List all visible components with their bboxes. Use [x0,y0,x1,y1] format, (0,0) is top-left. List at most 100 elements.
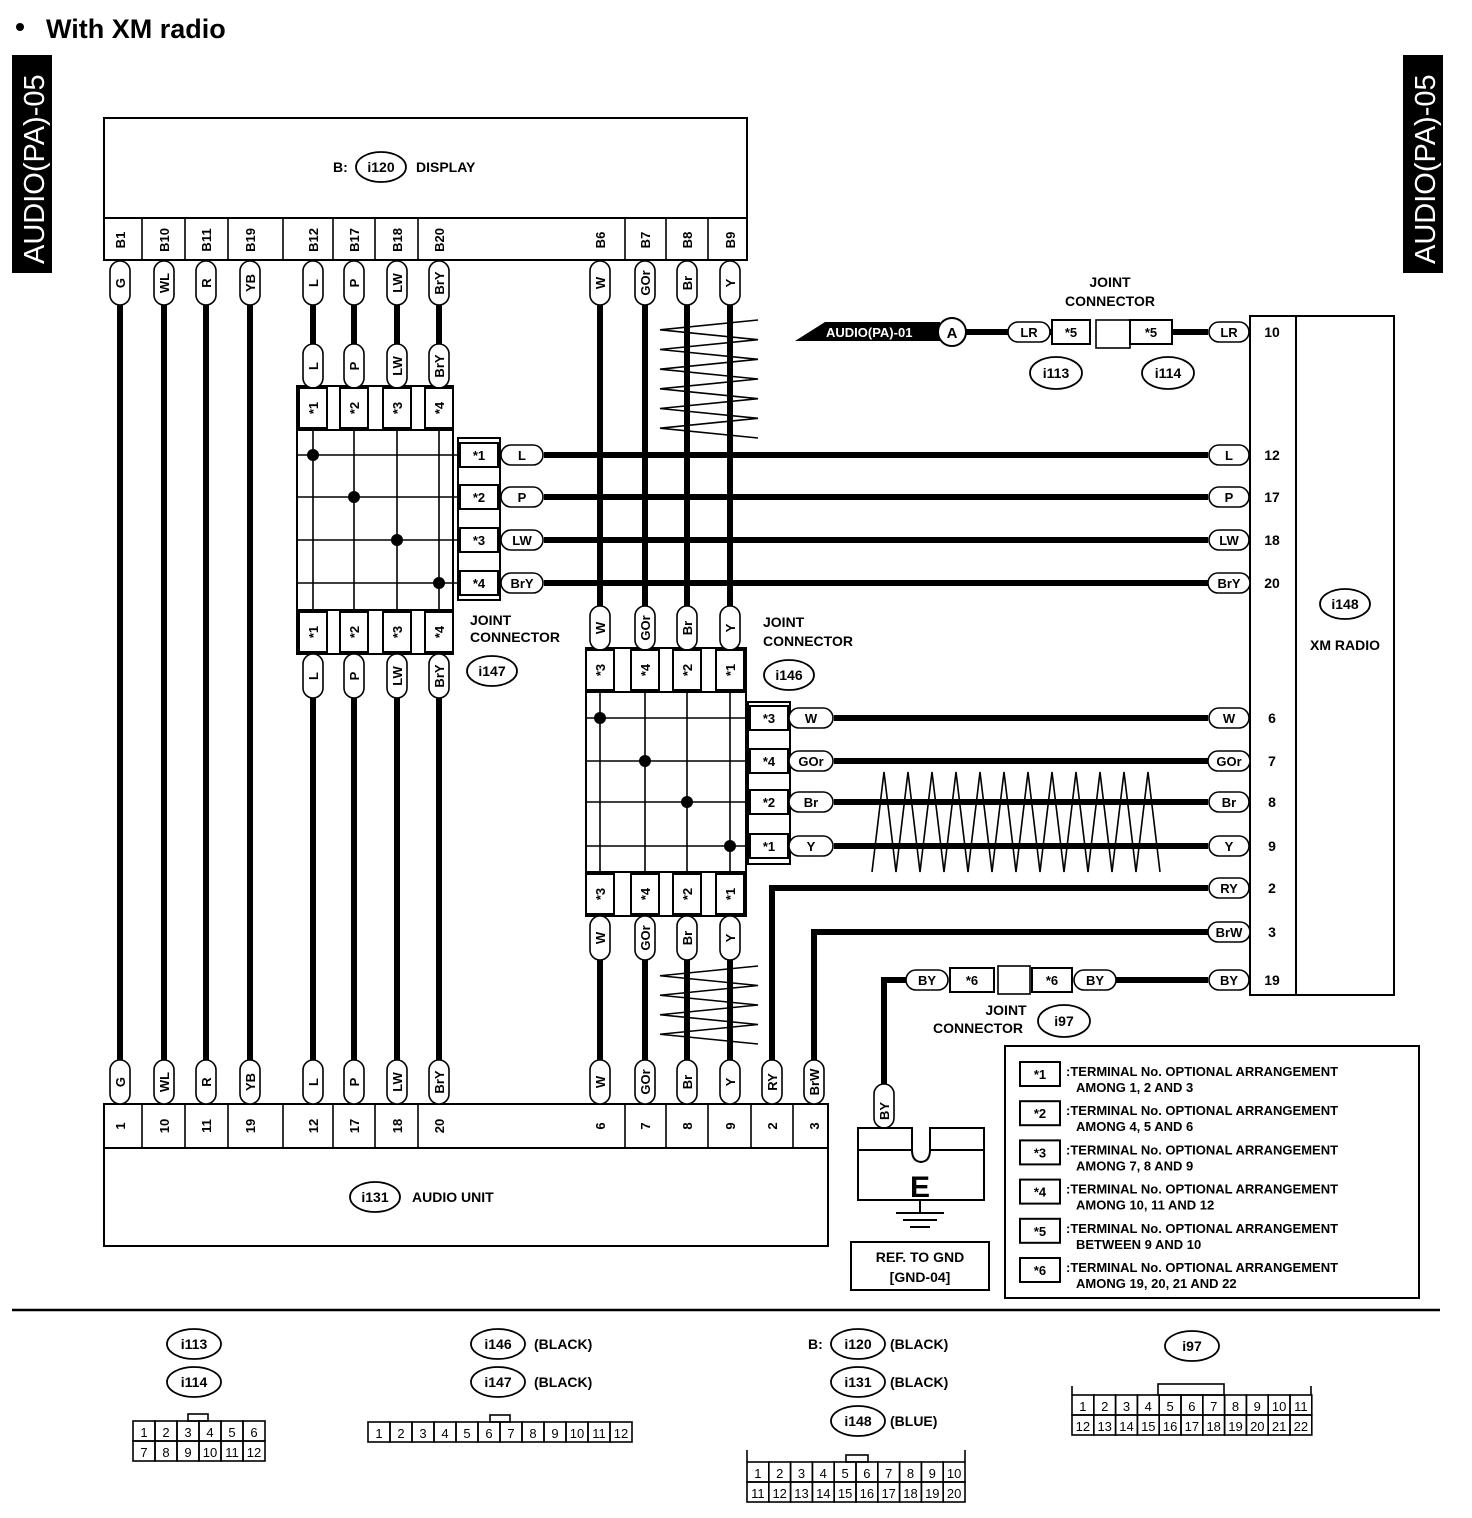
audio-wire-R-2: R [199,1077,214,1087]
view-g2-pin-12: 12 [614,1426,628,1441]
by-joint-label-1: JOINT [985,1002,1027,1018]
view-g3-color-0: (BLACK) [890,1336,948,1352]
lr-joint-label-1: JOINT [1089,274,1131,290]
view-g3-pin-17: 17 [881,1486,895,1501]
view-g2-conn-0: i146 [484,1336,511,1352]
view-g2-color-0: (BLACK) [534,1336,592,1352]
legend-line2-2: AMONG 7, 8 AND 9 [1076,1158,1193,1173]
view-g2-pin-4: 4 [441,1426,448,1441]
view-g2-pin-11: 11 [592,1426,606,1441]
joint-i146-id: i146 [775,667,802,683]
audio-pin-1: 1 [113,1122,128,1129]
view-g4-pin-7: 7 [1210,1399,1217,1414]
view-g4-pin-3: 3 [1123,1399,1130,1414]
j147-top-term-1: *2 [347,402,362,414]
audio-unit-name: AUDIO UNIT [412,1189,494,1205]
display-pin-B9: B9 [723,232,738,249]
j147-side-wire-L: L [518,448,526,463]
j146-side-term-0: *3 [763,711,775,726]
legend-line1-4: :TERMINAL No. OPTIONAL ARRANGEMENT [1066,1221,1338,1236]
lr-term-left: *5 [1065,325,1077,340]
joint-i147-label-1: JOINT [470,612,512,628]
legend-line2-0: AMONG 1, 2 AND 3 [1076,1080,1193,1095]
j147-side-term-0: *1 [473,448,485,463]
audio-pin-9: 9 [723,1122,738,1129]
j147-side-wire-LW: LW [512,533,532,548]
display-wire-YB-3: YB [243,274,258,292]
j147-bot-term-1: *2 [347,626,362,638]
j146-top-term-0: *3 [593,664,608,676]
xm-pin-17: 17 [1264,489,1280,505]
view-g2-pin-9: 9 [551,1426,558,1441]
j147-top-wire-L: L [306,362,321,370]
j146-bot-wire-W: W [593,931,608,944]
ground-letter: E [910,1171,930,1204]
xm-wire-LW: LW [1219,533,1239,548]
j146-top-wire-W: W [593,621,608,634]
j146-bot-term-0: *3 [593,888,608,900]
ground-ref-1: REF. TO GND [876,1249,964,1265]
view-g2-pin-1: 1 [375,1426,382,1441]
view-g2-conn-1: i147 [484,1374,511,1390]
xm-wire-Br: Br [1222,795,1236,810]
display-wire-GOr-9: GOr [638,270,653,295]
view-g3-pin-12: 12 [772,1486,786,1501]
display-prefix: B: [333,159,348,175]
view-g3-color-2: (BLUE) [890,1413,937,1429]
view-g3-pin-1: 1 [754,1466,761,1481]
audio-wire-RY-12: RY [765,1073,780,1091]
j147-bot-term-3: *4 [432,625,447,638]
xm-wire-BrY: BrY [1217,576,1240,591]
view-g4-pin-17: 17 [1185,1419,1199,1434]
view-g3-pin-10: 10 [947,1466,961,1481]
view-g3-color-1: (BLACK) [890,1374,948,1390]
view-g3-pin-6: 6 [863,1466,870,1481]
by-ground-wire: BY [877,1102,892,1120]
view-g4-pin-20: 20 [1250,1419,1264,1434]
audio-wire-BrW-13: BrW [807,1068,822,1095]
view-g2-pin-6: 6 [485,1426,492,1441]
xm-wire-GOr: GOr [1216,754,1241,769]
legend-line1-5: :TERMINAL No. OPTIONAL ARRANGEMENT [1066,1260,1338,1275]
display-wire-Br-10: Br [680,276,695,290]
xm-wire-RY: RY [1220,881,1238,896]
view-g2-pin-8: 8 [529,1426,536,1441]
xm-wire-BY: BY [1220,973,1238,988]
xm-pin-12: 12 [1264,447,1280,463]
lr-ref-text: AUDIO(PA)-01 [826,325,912,340]
view-g1-pin-7: 7 [140,1445,147,1460]
display-connector-oval [355,151,407,183]
xm-wire-BrW: BrW [1216,925,1243,940]
j146-bot-wire-Br: Br [680,931,695,945]
title-bullet [16,23,24,31]
xm-radio-name: XM RADIO [1310,637,1380,653]
display-wire-L-4: L [306,279,321,287]
lr-term-right: *5 [1145,325,1157,340]
legend-key-2: *3 [1034,1145,1046,1160]
legend-entries: *1:TERMINAL No. OPTIONAL ARRANGEMENTAMON… [1019,1061,1338,1291]
legend-key-1: *2 [1034,1106,1046,1121]
view-g3-prefix: B: [808,1336,823,1352]
audio-pin-2: 2 [765,1122,780,1129]
view-g3-pin-2: 2 [776,1466,783,1481]
joint-i146-label-1: JOINT [763,614,805,630]
j147-side-term-2: *3 [473,533,485,548]
j146-top-term-2: *2 [680,664,695,676]
audio-pin-19: 19 [243,1119,258,1133]
j146-bot-wire-Y: Y [723,933,738,942]
audio-wire-YB-3: YB [243,1073,258,1091]
audio-pin-6: 6 [593,1122,608,1129]
view-g4-pin-13: 13 [1097,1419,1111,1434]
view-g4-pin-18: 18 [1206,1419,1220,1434]
view-g1-conn-0: i113 [181,1336,208,1352]
j146-top-wire-Br: Br [680,621,695,635]
j146-bot-term-2: *2 [680,888,695,900]
display-connector-strip [103,217,748,261]
j146-side-term-3: *1 [763,839,775,854]
legend-line2-4: BETWEEN 9 AND 10 [1076,1237,1201,1252]
joint-i147-id: i147 [478,663,505,679]
j146-bot-term-1: *4 [638,887,653,900]
xm-radio-box [1295,315,1395,996]
j147-top-term-0: *1 [306,402,321,414]
